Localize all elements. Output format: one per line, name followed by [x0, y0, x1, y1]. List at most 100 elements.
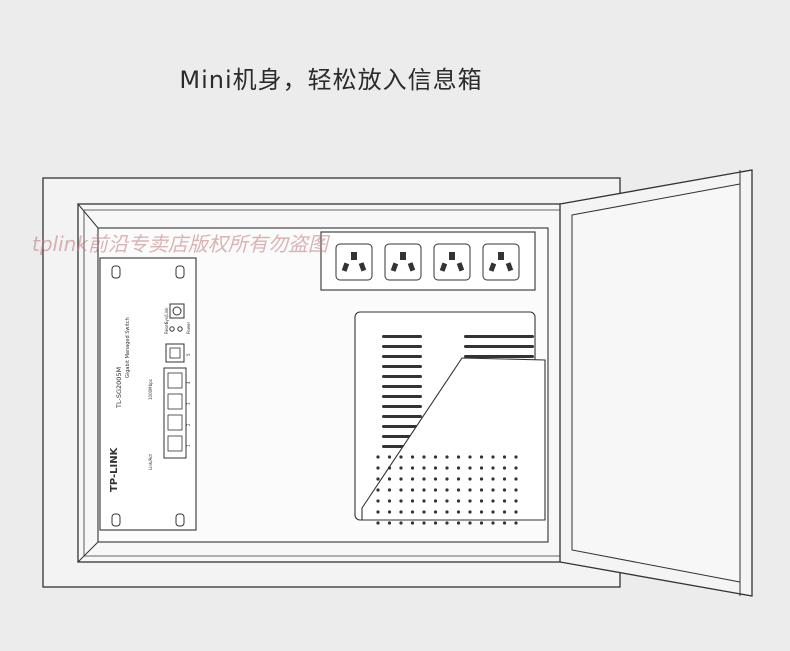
- vent-dot: [445, 499, 449, 503]
- box-door: [559, 169, 753, 597]
- port-number-1: 1: [186, 444, 191, 447]
- power-outlet-3: [433, 243, 471, 281]
- vent-dot: [433, 488, 438, 492]
- vent-dot: [514, 510, 518, 514]
- vent-dot: [399, 455, 403, 459]
- vent-dot: [514, 466, 518, 470]
- vent-dot: [456, 466, 461, 470]
- switch-subtitle: Gigabit Managed Switch: [125, 317, 131, 378]
- vent-dot: [433, 499, 438, 503]
- vent-dot: [491, 477, 495, 481]
- vent-dot: [502, 455, 507, 459]
- vent-dot: [468, 477, 472, 481]
- vent-dot: [514, 488, 518, 492]
- switch-ports: [163, 343, 187, 459]
- vent-dot: [502, 477, 507, 481]
- vent-dot: [502, 488, 507, 492]
- vent-dot: [445, 521, 449, 525]
- vent-dot: [468, 499, 472, 503]
- vent-dot: [479, 510, 484, 514]
- vent-dot: [422, 510, 426, 514]
- vent-slot: [464, 335, 534, 338]
- vent-dot: [376, 521, 380, 525]
- vent-dot: [514, 521, 518, 525]
- vent-dot: [433, 455, 438, 459]
- vent-dot: [502, 521, 507, 525]
- vent-dot: [456, 499, 461, 503]
- power-outlet-4: [482, 243, 520, 281]
- switch-port-numbers: 1 2 3 4 5: [186, 353, 191, 447]
- vent-dot: [376, 455, 380, 459]
- headline: Mini机身，轻松放入信息箱: [179, 66, 483, 94]
- port-number-3: 3: [186, 402, 191, 405]
- vent-dot: [479, 499, 484, 503]
- network-switch: TP-LINK TL-SG2005M Gigabit Managed Switc…: [99, 257, 197, 531]
- vent-dot: [468, 455, 472, 459]
- module-cover-panel: [361, 357, 546, 521]
- vent-slot: [464, 345, 534, 348]
- vent-dot: [491, 521, 495, 525]
- vent-dot: [399, 466, 403, 470]
- vent-slot: [382, 355, 422, 358]
- vent-dot: [479, 521, 484, 525]
- vent-slot: [382, 375, 422, 378]
- vent-dot: [502, 499, 507, 503]
- switch-brand: TP-LINK: [109, 446, 120, 492]
- switch-label-speed: 1000Mbps: [148, 379, 153, 400]
- switch-label-system: Sys/Link: [164, 307, 169, 324]
- vent-dot: [491, 466, 495, 470]
- vent-dot: [387, 521, 392, 525]
- vent-dot: [399, 477, 403, 481]
- switch-label-power: Power: [186, 322, 191, 334]
- vent-dot: [433, 510, 438, 514]
- vent-dot: [410, 521, 415, 525]
- vent-dot: [456, 455, 461, 459]
- vent-dot: [376, 477, 380, 481]
- vent-dot: [456, 510, 461, 514]
- vent-dot: [468, 488, 472, 492]
- vent-dot: [433, 521, 438, 525]
- vent-dot: [479, 455, 484, 459]
- vent-dot: [445, 488, 449, 492]
- vent-dot: [479, 466, 484, 470]
- vent-dot: [491, 455, 495, 459]
- vent-dot: [410, 466, 415, 470]
- port-number-4: 4: [186, 381, 191, 384]
- vent-slot: [382, 395, 422, 398]
- vent-dot: [422, 477, 426, 481]
- vent-dot: [410, 455, 415, 459]
- vent-dot: [491, 499, 495, 503]
- vent-dot: [456, 521, 461, 525]
- vent-dot: [468, 510, 472, 514]
- switch-label-link-act: Link/Act: [148, 454, 153, 470]
- vent-dot: [399, 510, 403, 514]
- vent-dot: [387, 499, 392, 503]
- vent-dot: [479, 488, 484, 492]
- port-number-5: 5: [186, 353, 191, 356]
- vent-dot: [410, 488, 415, 492]
- vented-module: [354, 311, 546, 525]
- vent-dot: [479, 477, 484, 481]
- vent-slot: [382, 335, 422, 338]
- vent-dot: [387, 455, 392, 459]
- vent-dot: [376, 466, 380, 470]
- vent-slot: [382, 345, 422, 348]
- vent-slot: [382, 405, 422, 408]
- vent-dot: [445, 455, 449, 459]
- vent-slot: [464, 355, 534, 358]
- vent-slot: [382, 425, 422, 428]
- vent-dot: [399, 488, 403, 492]
- vent-dot: [410, 499, 415, 503]
- vent-slot: [382, 415, 422, 418]
- vent-dot: [422, 499, 426, 503]
- watermark: tplink前沿专卖店版权所有勿盗图: [32, 232, 328, 256]
- vent-dot: [468, 521, 472, 525]
- vent-dot: [422, 455, 426, 459]
- port-number-2: 2: [186, 423, 191, 426]
- vent-dot: [514, 499, 518, 503]
- vent-dot: [502, 510, 507, 514]
- vent-dot: [399, 499, 403, 503]
- vent-dot: [399, 521, 403, 525]
- vent-dot: [433, 477, 438, 481]
- vent-dot: [468, 466, 472, 470]
